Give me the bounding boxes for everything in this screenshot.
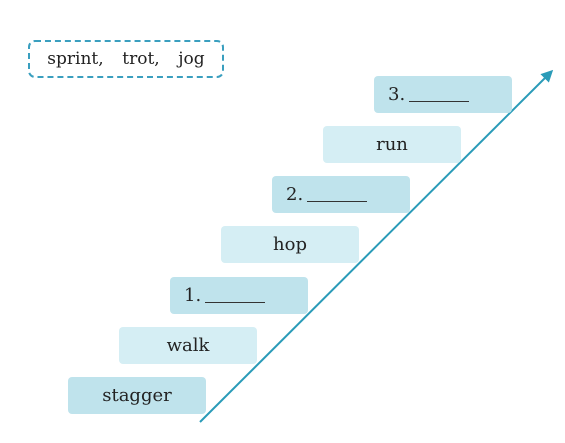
word-bank-word: jog [178, 49, 205, 69]
blank-number: 2. [286, 184, 304, 205]
step-label: hop [273, 234, 307, 255]
word-bank: sprint, trot, jog [28, 40, 224, 78]
word-bank-word: sprint, [47, 49, 104, 69]
step-blank-2[interactable]: 2. [272, 176, 410, 213]
answer-blank[interactable] [307, 187, 368, 202]
step-label: stagger [102, 385, 172, 406]
blank-number: 3. [388, 84, 406, 105]
word-bank-word: trot, [122, 49, 160, 69]
answer-blank[interactable] [409, 87, 470, 102]
step-stagger: stagger [68, 377, 206, 414]
step-label: run [376, 134, 408, 155]
step-label: walk [166, 335, 210, 356]
step-blank-3[interactable]: 3. [374, 76, 512, 113]
step-hop: hop [221, 226, 359, 263]
step-walk: walk [119, 327, 257, 364]
step-blank-1[interactable]: 1. [170, 277, 308, 314]
step-run: run [323, 126, 461, 163]
answer-blank[interactable] [205, 288, 266, 303]
arrow-line [199, 69, 554, 423]
blank-number: 1. [184, 285, 202, 306]
